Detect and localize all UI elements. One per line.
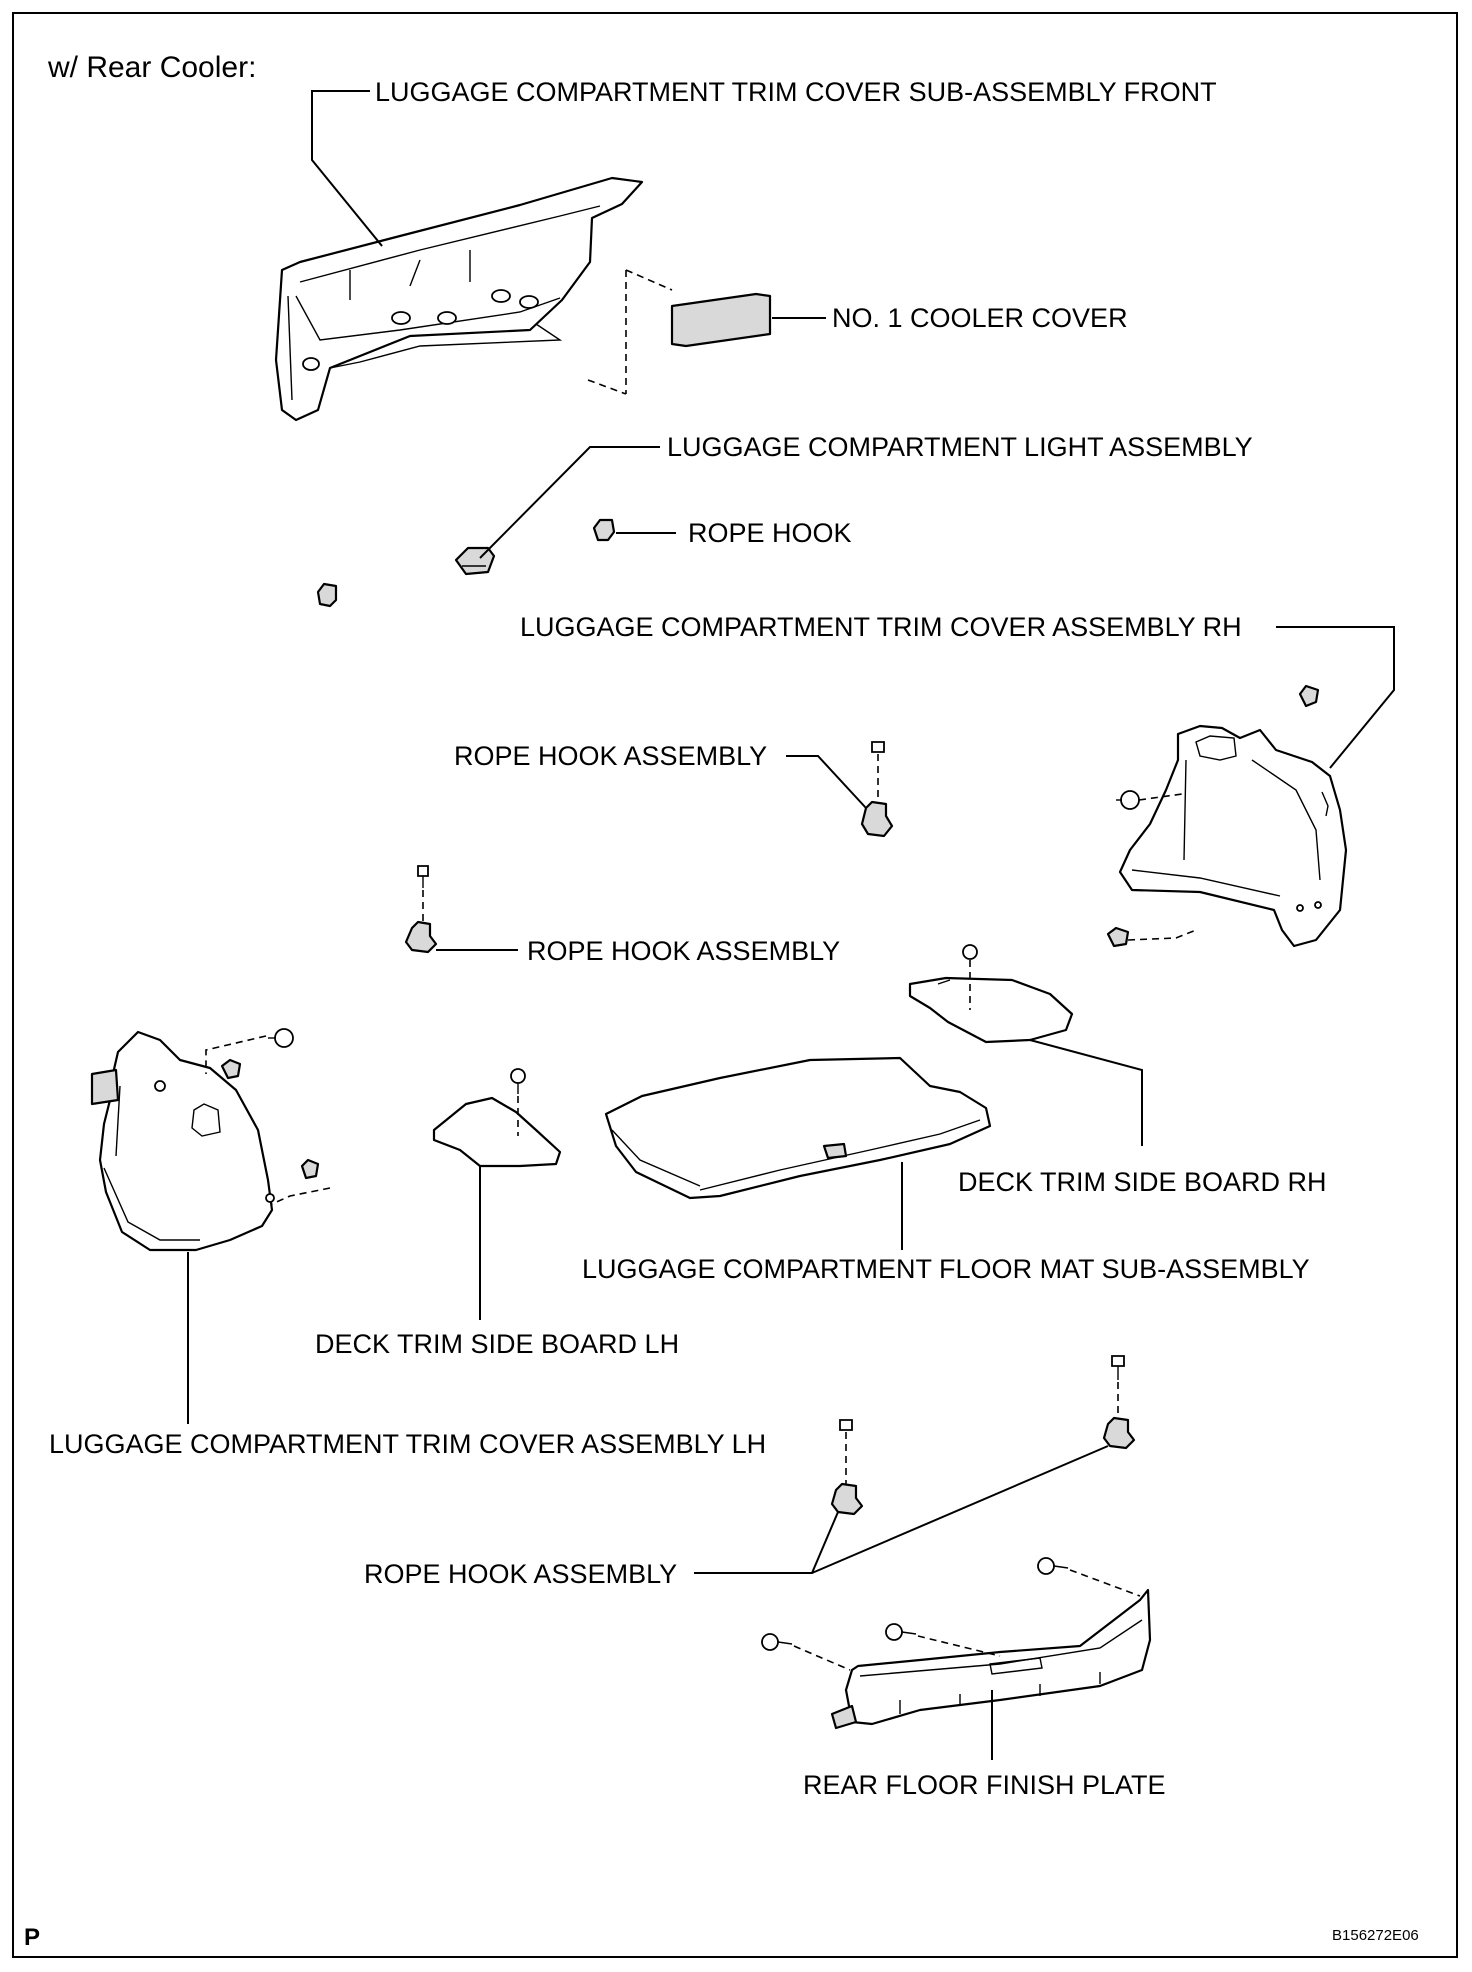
page-mark: P (24, 1924, 40, 1951)
trim-cover-rh-part (1118, 724, 1348, 948)
plate-screw-left-guide (793, 1645, 851, 1671)
plate-screw-mid-guide (917, 1635, 1001, 1657)
label-trim-cover-front: LUGGAGE COMPARTMENT TRIM COVER SUB-ASSEM… (375, 77, 1217, 107)
label-deck-board-rh: DECK TRIM SIDE BOARD RH (958, 1167, 1327, 1197)
rh-screw-mid (1116, 790, 1140, 810)
label-rear-floor-plate: REAR FLOOR FINISH PLATE (803, 1770, 1166, 1800)
plate-screw-left (761, 1633, 793, 1651)
rope-hook-assembly-3a-part (830, 1419, 864, 1516)
label-rope-hook-assembly-3: ROPE HOOK ASSEMBLY (364, 1559, 677, 1589)
lh-clip-low (300, 1158, 320, 1180)
figure-code: B156272E06 (1332, 1927, 1419, 1944)
label-deck-board-lh: DECK TRIM SIDE BOARD LH (315, 1329, 679, 1359)
lh-clip-mid (220, 1058, 242, 1080)
deck-board-lh-screw (510, 1068, 526, 1136)
cooler-cover-guide (587, 269, 673, 395)
diagram-frame (12, 12, 1458, 1958)
leader-rope-hook-assembly-3 (694, 1445, 1109, 1574)
label-trim-cover-rh: LUGGAGE COMPARTMENT TRIM COVER ASSEMBLY … (520, 612, 1242, 642)
rh-clip-top (1298, 684, 1320, 708)
label-rope-hook-assembly-2: ROPE HOOK ASSEMBLY (527, 936, 840, 966)
rope-hook-part (592, 518, 616, 542)
lh-screw-guide-top (205, 1035, 267, 1074)
trim-cover-lh-part (90, 1030, 275, 1252)
deck-board-rh-part (908, 976, 1074, 1044)
trim-cover-front-part (274, 176, 644, 422)
label-rope-hook: ROPE HOOK (688, 518, 852, 548)
deck-board-lh-part (432, 1096, 562, 1168)
floor-mat-part (604, 1056, 992, 1200)
leader-deck-board-rh (1029, 1039, 1143, 1146)
lh-clip-guide (271, 1187, 331, 1205)
rh-clip-bottom (1106, 926, 1130, 948)
rh-screw-guide (1138, 793, 1183, 801)
light-assembly-part (454, 546, 496, 576)
plate-screw-right-guide (1069, 1569, 1141, 1597)
rear-floor-plate-part (830, 1588, 1152, 1730)
leader-trim-cover-rh (1276, 626, 1395, 769)
label-light-assembly: LUGGAGE COMPARTMENT LIGHT ASSEMBLY (667, 432, 1253, 462)
deck-board-rh-screw (962, 944, 978, 1010)
leader-light-assembly (479, 446, 660, 559)
label-rope-hook-assembly-1: ROPE HOOK ASSEMBLY (454, 741, 767, 771)
lh-screw-top (268, 1028, 294, 1048)
rope-hook-assembly-2-part (404, 865, 438, 954)
leader-rope-hook-assembly-1 (786, 755, 867, 809)
label-trim-cover-lh: LUGGAGE COMPARTMENT TRIM COVER ASSEMBLY … (49, 1429, 766, 1459)
cooler-cover-part (670, 292, 772, 348)
rh-clip-guide (1127, 929, 1197, 941)
plate-screw-right (1037, 1557, 1069, 1575)
clip-small-part (316, 582, 338, 608)
plate-screw-mid (885, 1623, 917, 1641)
rope-hook-assembly-3b-part (1102, 1355, 1136, 1450)
leader-trim-cover-front (311, 90, 383, 247)
variant-heading: w/ Rear Cooler: (47, 51, 256, 84)
rope-hook-assembly-1-part (860, 741, 894, 838)
label-floor-mat: LUGGAGE COMPARTMENT FLOOR MAT SUB-ASSEMB… (582, 1254, 1310, 1284)
label-cooler-cover: NO. 1 COOLER COVER (832, 303, 1128, 333)
